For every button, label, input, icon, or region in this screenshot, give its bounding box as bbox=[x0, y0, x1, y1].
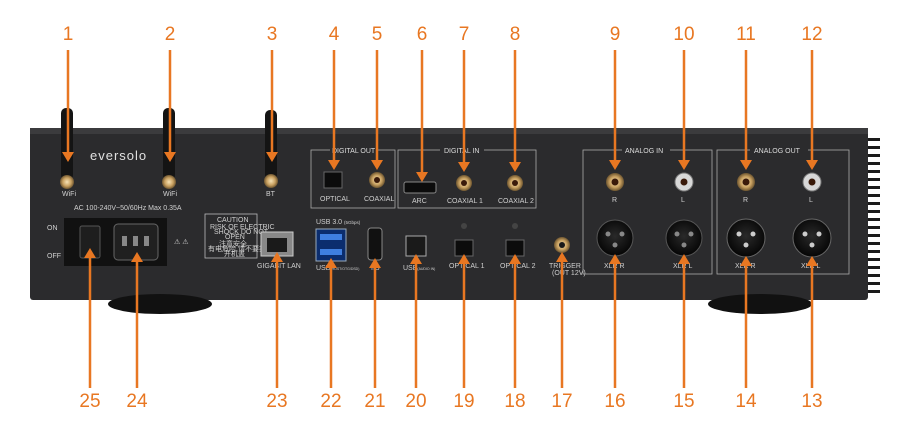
analog-in-label: ANALOG IN bbox=[625, 148, 663, 155]
power-rating: AC 100-240V~50/60Hz Max 0.35A bbox=[74, 205, 182, 212]
callout-12: 12 bbox=[801, 24, 823, 45]
callout-3: 3 bbox=[266, 24, 278, 45]
analog-out-l-label: L bbox=[809, 197, 813, 204]
caution-cn-2: 开机盖 bbox=[224, 249, 245, 258]
analog-in-r-label: R bbox=[612, 197, 617, 204]
coaxial-2-label: COAXIAL 2 bbox=[498, 198, 534, 205]
xlr-in-r-port[interactable] bbox=[596, 219, 634, 257]
callout-10: 10 bbox=[673, 24, 695, 45]
hdmi-arc-port[interactable] bbox=[403, 181, 437, 194]
callout-23: 23 bbox=[266, 391, 288, 412]
callout-24: 24 bbox=[126, 391, 148, 412]
screw-1 bbox=[461, 223, 467, 229]
callout-21: 21 bbox=[364, 391, 386, 412]
caution-text-2: SHOCK DO NOT bbox=[214, 229, 269, 236]
warning-symbols: ⚠ ⚠ bbox=[174, 238, 189, 246]
optical-2-label: OPTICAL 2 bbox=[500, 263, 536, 270]
callout-25: 25 bbox=[79, 391, 101, 412]
switch-on-label: ON bbox=[47, 225, 58, 232]
usb3-port[interactable] bbox=[315, 228, 347, 262]
callout-16: 16 bbox=[604, 391, 626, 412]
switch-off-label: OFF bbox=[47, 253, 61, 260]
callout-17: 17 bbox=[551, 391, 573, 412]
wifi-label-2: WiFi bbox=[163, 191, 177, 198]
callout-11: 11 bbox=[736, 24, 756, 45]
caution-text-3: OPEN bbox=[225, 234, 245, 241]
foot-right bbox=[708, 294, 812, 314]
xlr-out-l-port[interactable] bbox=[792, 218, 832, 258]
callout-5: 5 bbox=[371, 24, 383, 45]
usb-host-label: USB(HOST/OTG/DSD) bbox=[316, 265, 359, 272]
usb-audio-label: USB(AUDIO IN) bbox=[403, 265, 435, 272]
trigger-label: TRIGGER bbox=[549, 263, 581, 270]
analog-out-label: ANALOG OUT bbox=[754, 148, 801, 155]
usb3-label: USB 3.0 (5Gbps) bbox=[316, 219, 361, 226]
caution-text-1: RISK OF ELECTRIC bbox=[210, 224, 275, 231]
optical-out-label: OPTICAL bbox=[320, 196, 350, 203]
digital-in-label: DIGITAL IN bbox=[444, 148, 479, 155]
bt-label: BT bbox=[266, 191, 276, 198]
caution-cn-title: 注意安全 bbox=[219, 239, 247, 248]
caution-box bbox=[204, 213, 258, 259]
usb-audio-port[interactable] bbox=[405, 235, 427, 257]
foot-left bbox=[108, 294, 212, 314]
callout-arrows bbox=[62, 50, 818, 388]
callout-1: 1 bbox=[62, 24, 74, 45]
callout-19: 19 bbox=[453, 391, 475, 412]
callout-6: 6 bbox=[416, 24, 428, 45]
callout-22: 22 bbox=[320, 391, 342, 412]
callout-7: 7 bbox=[458, 24, 470, 45]
caution-cn-1: 有电危险,请不要打 bbox=[208, 244, 266, 253]
xlr-in-l-port[interactable] bbox=[665, 219, 703, 257]
callout-18: 18 bbox=[504, 391, 526, 412]
chassis-top-edge bbox=[30, 128, 868, 134]
coaxial-out-label: COAXIAL bbox=[364, 196, 394, 203]
caution-title: CAUTION bbox=[217, 217, 249, 224]
optical-1-label: OPTICAL 1 bbox=[449, 263, 485, 270]
xlr-out-r-port[interactable] bbox=[726, 218, 766, 258]
analog-out-r-label: R bbox=[743, 197, 748, 204]
digital-out-label: DIGITAL OUT bbox=[332, 148, 376, 155]
screw-2 bbox=[512, 223, 518, 229]
brand-logo: eversolo bbox=[90, 148, 147, 163]
callout-15: 15 bbox=[673, 391, 695, 412]
callout-13: 13 bbox=[801, 391, 823, 412]
wifi-label-1: WiFi bbox=[62, 191, 76, 198]
callout-14: 14 bbox=[735, 391, 757, 412]
callout-8: 8 bbox=[509, 24, 521, 45]
cooling-fins bbox=[868, 138, 880, 293]
gigabit-lan-label: GIGABIT LAN bbox=[257, 263, 301, 270]
optical-out-port[interactable] bbox=[323, 171, 343, 189]
chassis bbox=[30, 128, 868, 300]
iis-port[interactable] bbox=[367, 227, 383, 261]
callout-2: 2 bbox=[164, 24, 176, 45]
optical-1-port[interactable] bbox=[454, 239, 474, 257]
callout-9: 9 bbox=[609, 24, 621, 45]
optical-2-port[interactable] bbox=[505, 239, 525, 257]
analog-in-l-label: L bbox=[681, 197, 685, 204]
trigger-note: (OUT 12V) bbox=[552, 270, 586, 277]
arc-label: ARC bbox=[412, 198, 427, 205]
coaxial-1-label: COAXIAL 1 bbox=[447, 198, 483, 205]
callout-20: 20 bbox=[405, 391, 427, 412]
callout-4: 4 bbox=[328, 24, 340, 45]
